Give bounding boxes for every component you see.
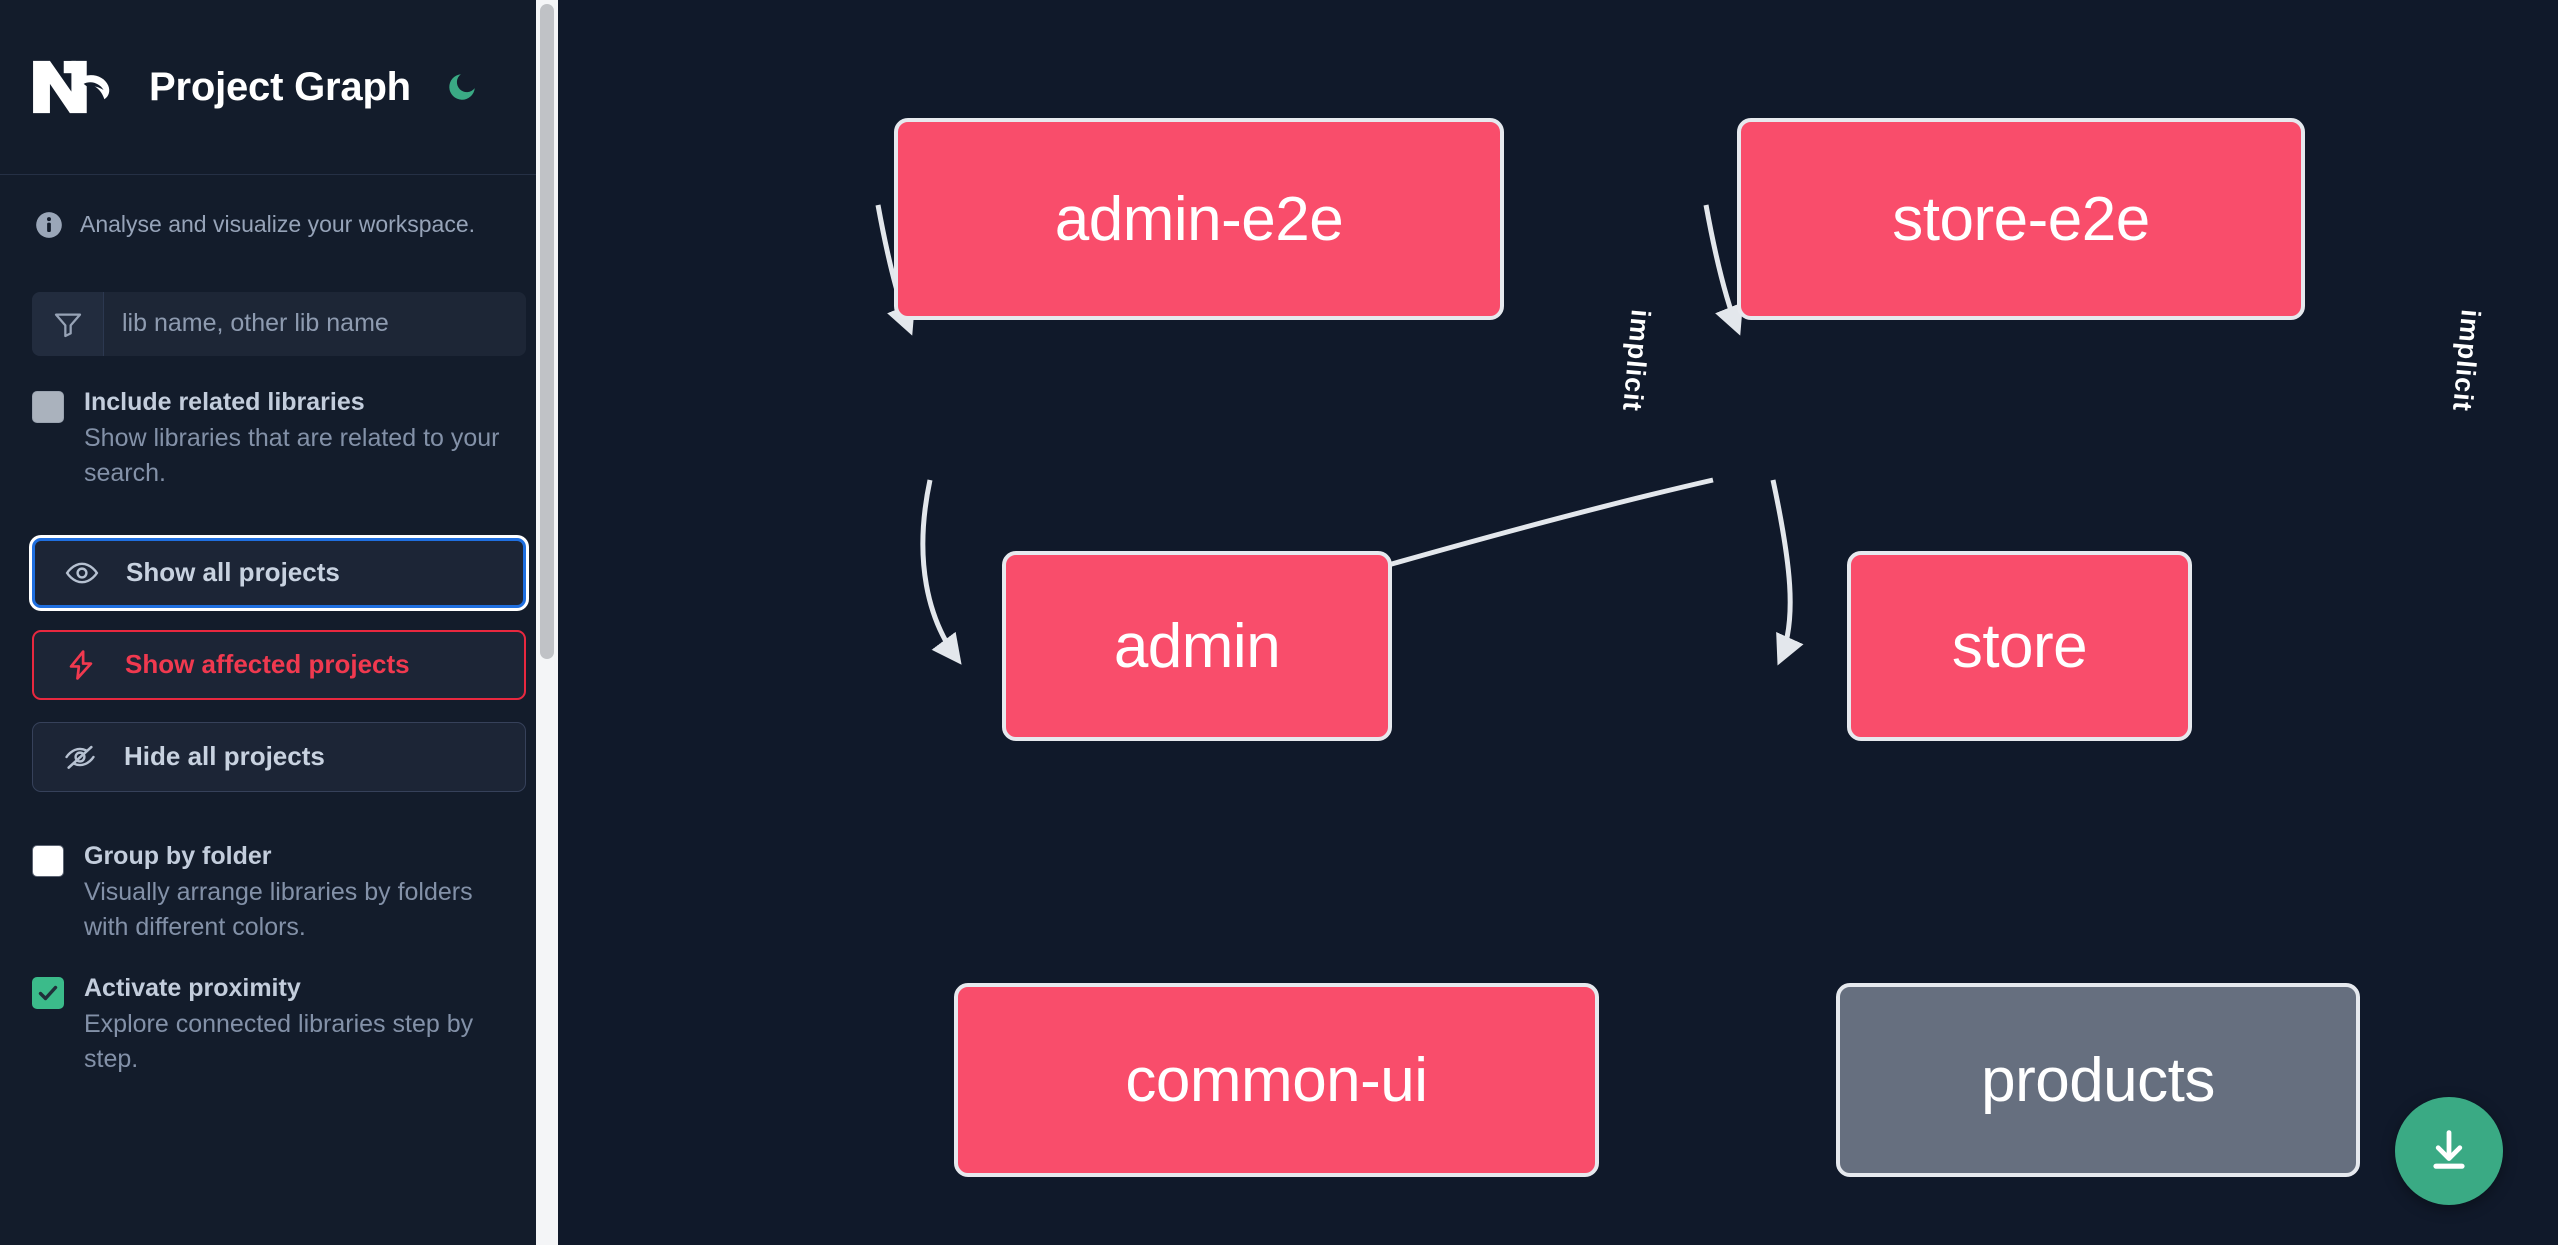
sidebar-scrollbar-thumb[interactable]: [540, 4, 554, 659]
show-all-projects-button[interactable]: Show all projects: [32, 537, 526, 608]
checkbox-box[interactable]: [32, 390, 64, 423]
eye-icon: [65, 556, 99, 590]
search-filter: [32, 291, 526, 356]
graph-node-label: common-ui: [1125, 1045, 1428, 1115]
moon-icon[interactable]: [441, 66, 483, 108]
checkbox-description: Explore connected libraries step by step…: [84, 1009, 474, 1074]
checkbox-texts: Include related libraries Show libraries…: [84, 386, 514, 492]
graph-node-label: products: [1981, 1045, 2215, 1115]
checkbox-label: Group by folder: [84, 841, 272, 870]
checkbox-texts: Activate proximity Explore connected lib…: [84, 972, 514, 1078]
graph-node-products[interactable]: products: [1836, 983, 2360, 1177]
graph-node-label: store: [1951, 611, 2088, 681]
download-image-button[interactable]: [2395, 1097, 2503, 1205]
search-input[interactable]: [104, 291, 526, 356]
graph-node-store-e2e[interactable]: store-e2e: [1737, 118, 2305, 320]
checkbox-texts: Group by folder Visually arrange librari…: [84, 840, 514, 946]
project-graph-canvas[interactable]: admin-e2e store-e2e admin store common-u…: [558, 0, 2558, 1245]
sidebar-action-buttons: Show all projects Show affected projects: [32, 537, 526, 792]
checkbox-label: Include related libraries: [84, 387, 365, 416]
hide-all-projects-label: Hide all projects: [124, 741, 325, 772]
sidebar-tagline: Analyse and visualize your workspace.: [0, 175, 558, 240]
download-icon: [2433, 1130, 2465, 1169]
funnel-icon: [32, 291, 104, 356]
show-affected-projects-button[interactable]: Show affected projects: [32, 629, 526, 700]
nx-logo-icon: [30, 56, 122, 118]
graph-node-admin[interactable]: admin: [1002, 551, 1392, 741]
sidebar: Project Graph Analyse and visualize your…: [0, 0, 558, 1245]
checkbox-include-related-libraries[interactable]: Include related libraries Show libraries…: [0, 386, 558, 492]
check-icon: [38, 985, 58, 1001]
sidebar-header: Project Graph: [0, 0, 558, 175]
spacer: [0, 792, 558, 810]
graph-node-label: admin-e2e: [1054, 184, 1344, 254]
checkbox-activate-proximity[interactable]: Activate proximity Explore connected lib…: [0, 972, 558, 1078]
checkbox-box[interactable]: [32, 844, 64, 877]
show-all-projects-label: Show all projects: [126, 557, 340, 588]
show-affected-projects-label: Show affected projects: [125, 649, 410, 680]
graph-node-admin-e2e[interactable]: admin-e2e: [894, 118, 1504, 320]
sidebar-scrollbar[interactable]: [536, 0, 558, 1245]
graph-node-store[interactable]: store: [1847, 551, 2192, 741]
info-icon: [35, 211, 63, 239]
hide-all-projects-button[interactable]: Hide all projects: [32, 721, 526, 792]
graph-node-common-ui[interactable]: common-ui: [954, 983, 1599, 1177]
checkbox-box[interactable]: [32, 976, 64, 1009]
graph-node-label: store-e2e: [1892, 184, 2150, 254]
checkbox-description: Visually arrange libraries by folders wi…: [84, 877, 473, 942]
bolt-icon: [64, 648, 98, 682]
checkbox-label: Activate proximity: [84, 973, 301, 1002]
checkbox-description: Show libraries that are related to your …: [84, 423, 500, 488]
sidebar-tagline-text: Analyse and visualize your workspace.: [80, 211, 476, 237]
graph-node-label: admin: [1113, 611, 1281, 681]
eye-off-icon: [63, 740, 97, 774]
sidebar-scroll-area[interactable]: Project Graph Analyse and visualize your…: [0, 0, 558, 1245]
checkbox-group-by-folder[interactable]: Group by folder Visually arrange librari…: [0, 840, 558, 946]
page-title: Project Graph: [149, 64, 411, 109]
